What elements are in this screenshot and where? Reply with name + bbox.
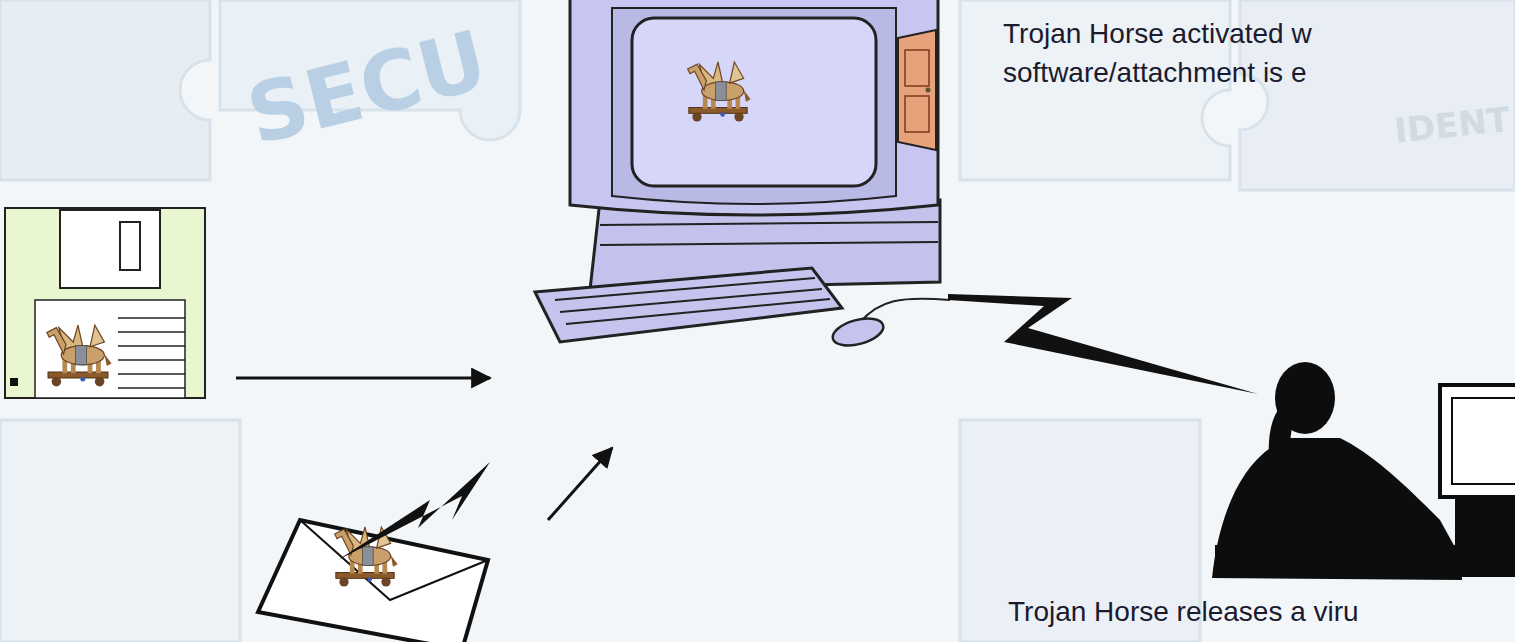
door-panel [905,96,929,132]
flow-arrow [548,448,612,520]
keyboard-keys [555,278,830,324]
floppy-label [35,300,185,398]
annotation-text: Trojan Horse releases a viru [1008,592,1359,631]
floppy-disk [5,208,205,398]
lightning-bolt [948,294,1258,394]
keyboard [535,268,842,342]
write-protect [10,378,18,386]
trojan-horse-icon [47,325,112,386]
mouse [830,314,886,351]
floppy-body [5,208,205,398]
puzzle-piece [0,0,210,180]
door-knob [926,88,931,93]
watermark-text: SECU [236,3,498,173]
monitor-bezel [612,8,896,204]
hacker-screen [1452,398,1515,484]
watermark-text: IDENT [1392,96,1512,155]
floppy-shutter [60,210,160,288]
floppy-slot [120,222,140,270]
hacker-silhouette [1212,362,1515,580]
puzzle-piece [0,420,240,642]
label-lines [118,318,185,388]
envelope-flap [300,520,488,600]
trojan-horse-icon [688,62,751,122]
monitor-stand [1455,497,1515,545]
open-door [898,30,936,150]
lightning-bolt [338,462,490,560]
monitor-screen [632,18,876,186]
monitor [570,0,938,215]
desk [1215,545,1515,577]
door-panel [905,50,929,86]
annotation-text: Trojan Horse activated w software/attach… [1003,14,1423,92]
computer [535,0,950,350]
flow-arrow [236,377,490,380]
arm [1269,400,1300,472]
